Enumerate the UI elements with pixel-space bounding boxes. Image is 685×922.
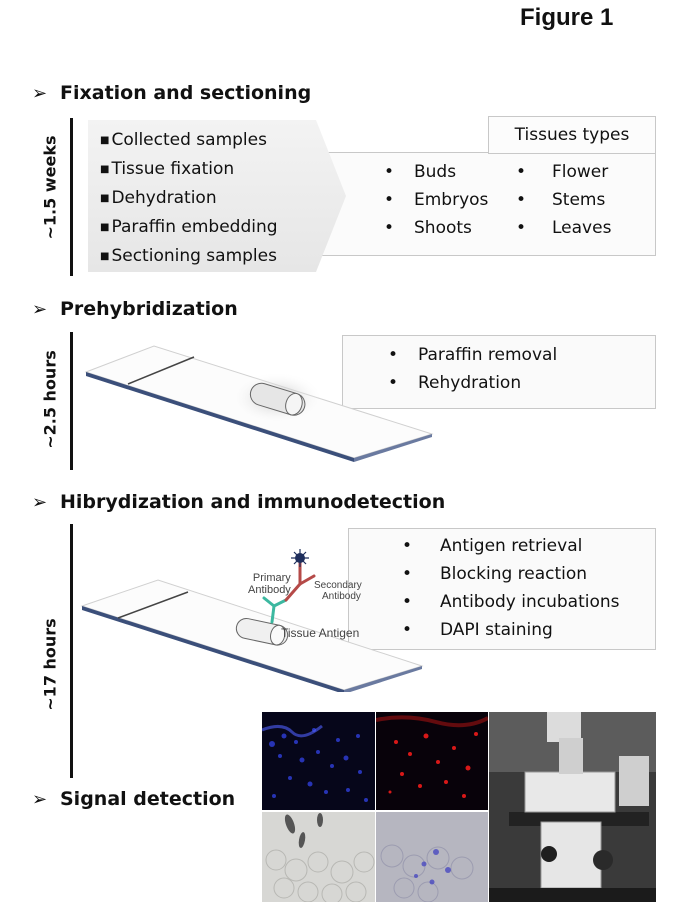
timeline-bar-fixation	[70, 118, 73, 276]
heading-fixation-text: Fixation and sectioning	[60, 82, 312, 104]
section-heading-signal: ➢ Signal detection	[32, 788, 235, 810]
secondary-antibody-label: Secondary Antibody	[314, 580, 362, 602]
fixation-step: ■Dehydration	[100, 188, 217, 208]
section-heading-prehyb: ➢ Prehybridization	[32, 298, 238, 320]
tissues-left-list: •Buds •Embryos •Shoots	[384, 158, 488, 242]
arrow-icon: ➢	[32, 299, 48, 320]
tissue-item: •Embryos	[384, 190, 489, 210]
microscope-slide-prehyb	[84, 345, 434, 462]
tissue-item: •Stems	[516, 190, 606, 210]
primary-antibody-icon	[262, 596, 288, 624]
duration-fixation: ~1.5 weeks	[40, 135, 60, 240]
prehyb-steps-list: •Paraffin removal •Rehydration	[388, 341, 557, 397]
tissue-antigen-label: Tissue Antigen	[281, 626, 360, 640]
steps-chevron-bg	[88, 120, 346, 272]
arrow-icon: ➢	[32, 492, 48, 513]
primary-antibody-label: Primary Antibody	[248, 572, 291, 596]
hyb-step: •Antigen retrieval	[402, 536, 583, 556]
figure-title: Figure 1	[520, 4, 614, 31]
section-heading-fixation: ➢ Fixation and sectioning	[32, 82, 311, 104]
heading-prehyb-text: Prehybridization	[60, 298, 238, 320]
prehyb-step: •Paraffin removal	[388, 345, 558, 365]
heading-hyb-text: Hibrydization and immunodetection	[60, 491, 446, 513]
tissues-title-box: Tissues types	[488, 116, 656, 154]
arrow-icon: ➢	[32, 789, 48, 810]
duration-hyb: ~17 hours	[40, 618, 60, 711]
hyb-step: •Blocking reaction	[402, 564, 588, 584]
tissues-right-list: •Flower •Stems •Leaves	[516, 158, 611, 242]
tissues-title: Tissues types	[514, 125, 630, 145]
merged-micrograph	[376, 812, 488, 902]
microscope-photo	[489, 712, 656, 902]
hyb-steps-list: •Antigen retrieval •Blocking reaction •A…	[402, 532, 620, 644]
fluorophore-icon	[291, 549, 309, 567]
tissues-panel	[300, 152, 656, 256]
hyb-step: •Antibody incubations	[402, 592, 620, 612]
prehyb-steps-box	[342, 335, 656, 409]
heading-signal-text: Signal detection	[60, 788, 236, 810]
timeline-bar-hyb	[70, 524, 73, 778]
fixation-step: ■Tissue fixation	[100, 159, 235, 179]
timeline-bar-prehyb	[70, 332, 73, 470]
hyb-steps-box	[348, 528, 656, 650]
section-heading-hyb: ➢ Hibrydization and immunodetection	[32, 491, 445, 513]
brightfield-micrograph	[262, 812, 375, 902]
signal-red-micrograph	[376, 712, 488, 810]
prehyb-step: •Rehydration	[388, 373, 522, 393]
duration-prehyb: ~2.5 hours	[40, 350, 60, 449]
dapi-blue-micrograph	[262, 712, 375, 810]
tissue-item: •Leaves	[516, 218, 612, 238]
tissue-item: •Flower	[516, 162, 609, 182]
hyb-step: •DAPI staining	[402, 620, 553, 640]
arrow-icon: ➢	[32, 83, 48, 104]
fixation-step: ■Paraffin embedding	[100, 217, 278, 237]
tissue-item: •Shoots	[384, 218, 472, 238]
microscope-slide-hyb	[80, 549, 424, 692]
fixation-step: ■Sectioning samples	[100, 246, 277, 266]
fixation-step: ■Collected samples	[100, 130, 267, 150]
fixation-steps-list: ■Collected samples ■Tissue fixation ■Deh…	[100, 126, 278, 271]
tissue-item: •Buds	[384, 162, 457, 182]
